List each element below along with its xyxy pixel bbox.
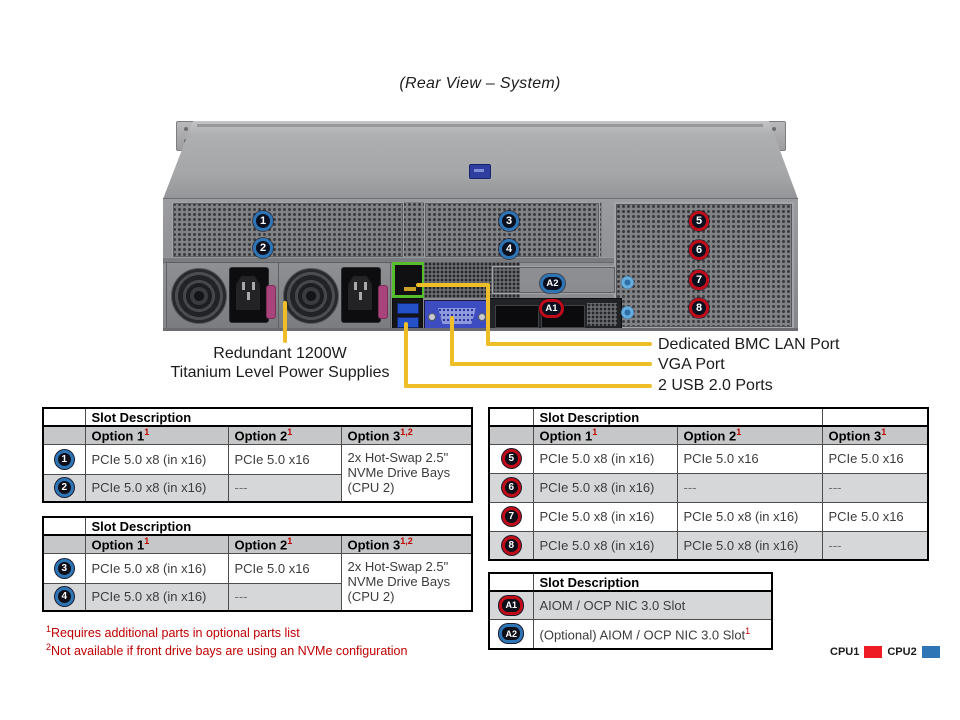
vga-port	[424, 300, 489, 331]
usb-port-top	[397, 303, 419, 314]
table-row: 1 PCIe 5.0 x8 (in x16) PCIe 5.0 x16 2x H…	[42, 443, 473, 503]
slot-6-badge: 6	[501, 478, 521, 497]
chassis-badge-slot-4: 4	[499, 239, 519, 259]
psu-callout-label: Redundant 1200W Titanium Level Power Sup…	[170, 345, 390, 381]
psu-1-release-lever	[266, 285, 276, 319]
col-option-1: Option 11	[84, 425, 229, 445]
callout-line-bmc-h1	[416, 283, 490, 287]
psu-2-release-lever	[378, 285, 388, 319]
table-row: 7 PCIe 5.0 x8 (in x16) PCIe 5.0 x8 (in x…	[488, 501, 929, 532]
table-header: Slot Description	[84, 516, 473, 536]
usb-port-bottom	[397, 317, 419, 328]
table-row: A1 AIOM / OCP NIC 3.0 Slot	[488, 590, 773, 620]
callout-line-bmc-h2	[486, 342, 652, 346]
callout-line-vga-h	[450, 362, 652, 366]
slot-2-badge: 2	[54, 478, 74, 498]
col-option-2: Option 21	[676, 425, 823, 445]
col-option-3: Option 31,2	[340, 425, 473, 445]
psu-2-ac-inlet	[341, 267, 381, 323]
chassis-badge-slot-a1: A1	[539, 299, 564, 318]
col-option-2: Option 21	[227, 425, 342, 445]
slot-3-badge: 3	[54, 558, 74, 578]
chassis-badge-slot-a2: A2	[540, 274, 565, 293]
table-header: Slot Description	[532, 572, 773, 592]
brand-badge	[469, 164, 491, 179]
bmc-callout-label: Dedicated BMC LAN Port	[658, 336, 840, 353]
table-header: Slot Description	[532, 407, 823, 427]
cpu-legend: CPU1 CPU2	[830, 646, 940, 658]
table-row: 8 PCIe 5.0 x8 (in x16) PCIe 5.0 x8 (in x…	[488, 530, 929, 561]
psu-2	[278, 262, 391, 330]
vga-callout-label: VGA Port	[658, 356, 725, 373]
col-option-3: Option 31	[821, 425, 929, 445]
table-header: Slot Description	[84, 407, 473, 427]
callout-line-usb-v	[404, 322, 408, 388]
table-aiom: Slot Description A1 AIOM / OCP NIC 3.0 S…	[488, 572, 773, 650]
table-slots-3-4: Slot Description Option 11 Option 21 Opt…	[42, 516, 474, 612]
callout-line-usb-h	[404, 384, 652, 388]
slot-a1-badge: A1	[499, 595, 524, 615]
table-row: 3 PCIe 5.0 x8 (in x16) PCIe 5.0 x16 2x H…	[42, 552, 473, 612]
io-vent	[424, 262, 520, 298]
cpu2-color-swatch	[921, 646, 940, 658]
cpu2-label: CPU2	[887, 646, 917, 658]
table-row: 6 PCIe 5.0 x8 (in x16) --- ---	[488, 472, 929, 503]
aiom-slot-a2-cover	[492, 266, 616, 294]
col-option-1: Option 11	[84, 534, 229, 554]
chassis-lid	[163, 121, 798, 199]
slot-a2-badge: A2	[499, 624, 524, 644]
footnote-2: 2Not available if front drive bays are u…	[46, 642, 408, 659]
psu-1-fan	[171, 268, 227, 324]
table-slots-1-2: Slot Description Option 11 Option 21 Opt…	[42, 407, 474, 503]
chassis-badge-slot-1: 1	[253, 211, 273, 231]
table-row: 5 PCIe 5.0 x8 (in x16) PCIe 5.0 x16 PCIe…	[488, 443, 929, 474]
slot-5-badge: 5	[501, 449, 521, 468]
cpu1-color-swatch	[864, 646, 883, 658]
slot-4-badge: 4	[54, 587, 74, 607]
psu-1	[166, 262, 279, 330]
chassis-badge-slot-3: 3	[499, 211, 519, 231]
slot-1-badge: 1	[54, 449, 74, 469]
col-option-2: Option 21	[227, 534, 342, 554]
callout-line-bmc-v	[486, 283, 490, 346]
col-option-3: Option 31,2	[340, 534, 473, 554]
chassis-badge-slot-6: 6	[689, 240, 709, 260]
chassis-badge-slot-2: 2	[253, 238, 273, 258]
table-row: 4 PCIe 5.0 x8 (in x16) ---	[42, 582, 472, 612]
callout-line-vga-v	[450, 316, 454, 366]
table-slots-5-8: Slot Description Option 11 Option 21 Opt…	[488, 407, 929, 561]
usb-callout-label: 2 USB 2.0 Ports	[658, 377, 773, 394]
thumbscrew-top	[621, 276, 634, 289]
table-header-spacer	[821, 407, 929, 427]
vent-frame-slots-1-2	[172, 202, 404, 258]
chassis-badge-slot-5: 5	[689, 211, 709, 231]
thumbscrew-bottom	[621, 306, 634, 319]
chassis-badge-slot-8: 8	[689, 298, 709, 318]
table-row: 2 PCIe 5.0 x8 (in x16) ---	[42, 473, 472, 503]
slot-7-badge: 7	[501, 507, 521, 526]
chassis-badge-slot-7: 7	[689, 270, 709, 290]
bmc-lan-port	[392, 262, 425, 298]
col-option-1: Option 11	[532, 425, 678, 445]
slot-8-badge: 8	[501, 535, 521, 555]
footnote-1: 1Requires additional parts in optional p…	[46, 624, 300, 641]
table-row: A2 (Optional) AIOM / OCP NIC 3.0 Slot1	[488, 618, 773, 650]
callout-line-psu	[283, 301, 287, 343]
diagram-title: (Rear View – System)	[399, 75, 561, 92]
psu-1-ac-inlet	[229, 267, 269, 323]
vent-band	[172, 202, 602, 258]
cpu1-label: CPU1	[830, 646, 860, 658]
chassis-bottom-edge	[163, 328, 798, 331]
psu-2-fan	[283, 268, 339, 324]
